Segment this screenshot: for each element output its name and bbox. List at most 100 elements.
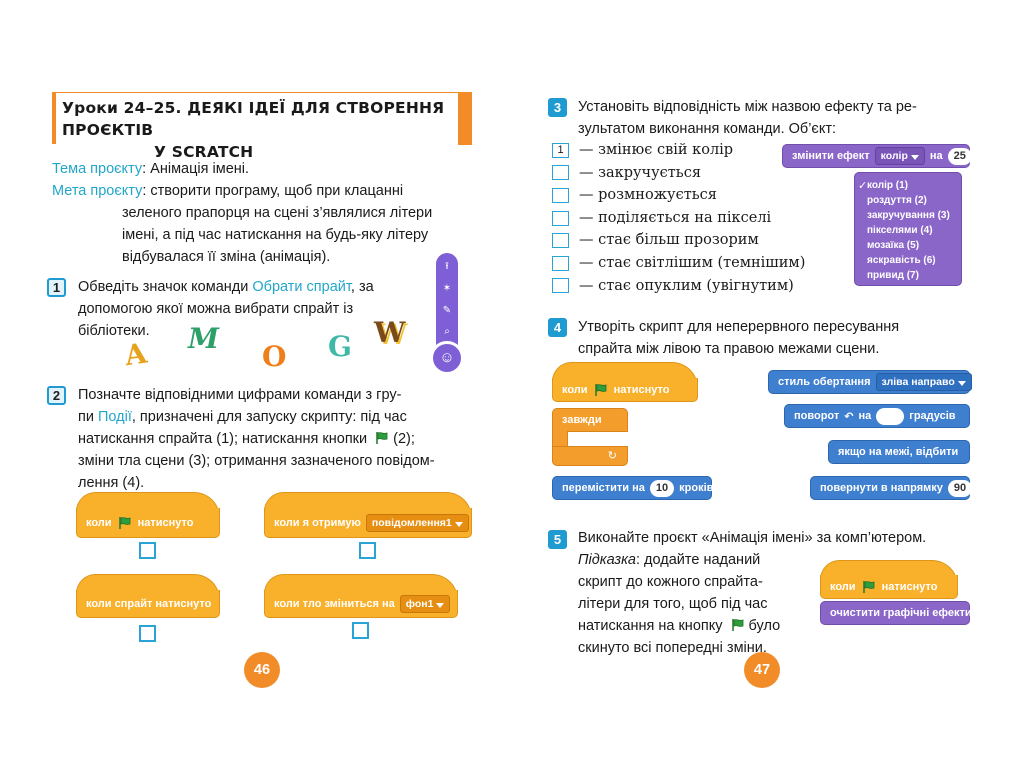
option-text: — стає світлішим (темнішим) [579,254,806,271]
when-backdrop-switches-block[interactable]: коли тло зміниться на фон1 [264,590,458,618]
option-checkbox[interactable] [552,255,569,271]
when-flag-clicked-block[interactable]: коли натиснуто [552,378,698,402]
message-dropdown[interactable]: повідомлення1 [365,513,469,532]
steps-input[interactable]: 10 [649,479,675,497]
hint-label: Підказка [578,552,636,568]
effect-value-input[interactable]: 25 [947,147,972,165]
turn-degrees-block[interactable]: поворот ↶ на градусів [784,404,970,428]
menu-item[interactable]: колір (1) [867,180,908,191]
task-2-line-2a: пи [78,409,98,425]
project-topic: Тема проєкту: Анімація імені. [52,158,249,180]
block-label: кроків [679,482,714,494]
sprite-letter-w: W [374,316,406,349]
hint-line-4a: натискання на кнопку [578,618,723,634]
bounce-on-edge-block[interactable]: якщо на межі, відбити [828,440,970,464]
goal-line-2: зеленого прапорця на сцені з’являлися лі… [122,205,433,221]
goal-line-4: відбувалася її зміна (анімація). [122,249,331,265]
option-text: — стає більш прозорим [579,232,759,249]
when-i-receive-block[interactable]: коли я отримую повідомлення1 [264,508,472,538]
task-1-line-1b: , за [350,279,374,295]
title-accent-bar [458,93,472,145]
surprise-icon[interactable]: ✶ [442,283,452,294]
rotation-style-dropdown[interactable]: зліва направо [875,373,972,391]
menu-item[interactable]: роздуття (2) [867,195,927,206]
answer-checkbox-2[interactable] [359,542,376,559]
when-sprite-clicked-block[interactable]: коли спрайт натиснуто [76,590,220,618]
option-checkbox[interactable] [552,278,569,294]
block-label: натиснуто [613,383,670,396]
goal-line-3: імені, а під час натискання на будь-яку … [122,227,429,243]
block-label: стиль обертання [778,376,871,388]
task-4-badge: 4 [548,318,567,337]
option-checkbox[interactable] [552,233,569,249]
degrees-input[interactable] [876,407,905,425]
task-1-badge: 1 [47,278,66,297]
effect-dropdown-menu: ✓ колір (1) роздуття (2) закручування (3… [854,172,962,286]
change-effect-block[interactable]: змінити ефект колір на 25 [782,144,972,168]
direction-input[interactable]: 90 [947,479,973,497]
block-label: очистити графічні ефекти [830,607,972,619]
task-5-line-1: Виконайте проєкт «Анімація імені» за ком… [578,530,927,546]
move-steps-block[interactable]: перемістити на 10 кроків [552,476,714,500]
effect-option: 1 — змінює свій колір [552,139,852,162]
task-4-line-2: спрайта між лівою та правою межами сцени… [578,341,880,357]
task-2-badge: 2 [47,386,66,405]
option-checkbox[interactable]: 1 [552,142,569,158]
block-label: коли [830,580,856,593]
topic-label: Тема проєкту [52,161,143,177]
choose-sprite-icon[interactable]: ☺ [430,341,464,375]
lesson-title-box: Уроки 24–25. ДЕЯКІ ІДЕЇ ДЛЯ СТВОРЕННЯ ПР… [52,92,472,161]
menu-item[interactable]: пікселями (4) [867,225,933,236]
task-4-text: Утворіть скрипт для неперервного пересув… [578,316,974,360]
when-flag-clicked-block[interactable]: коли натиснуто [76,508,220,538]
answer-checkbox-3[interactable] [139,625,156,642]
choose-sprite-link[interactable]: Обрати спрайт [252,279,351,295]
effect-option: — стає опуклим (увігнутим) [552,275,852,298]
hint-line-2: скрипт до кожного спрайта- [578,574,763,590]
answer-checkbox-1[interactable] [139,542,156,559]
point-in-direction-block[interactable]: повернути в напрямку 90 [810,476,973,500]
backdrop-dropdown[interactable]: фон1 [399,594,451,613]
rotate-left-icon: ↶ [844,410,854,423]
hint-text: Підказка: додайте наданий скрипт до кожн… [578,549,818,659]
rotation-style-block[interactable]: стиль обертання зліва направо [768,370,972,394]
green-flag-icon [731,619,743,631]
paint-icon[interactable]: ✎ [442,305,452,316]
menu-item[interactable]: закручування (3) [867,210,950,221]
loop-arrow-icon: ↻ [552,446,628,466]
topic-text: : Анімація імені. [142,161,250,177]
green-flag-icon [594,383,606,396]
option-checkbox[interactable] [552,187,569,203]
clear-graphic-effects-block[interactable]: очистити графічні ефекти [820,601,972,625]
answer-checkbox-4[interactable] [352,622,369,639]
menu-item[interactable]: мозаїка (5) [867,240,920,251]
menu-item[interactable]: яскравість (6) [867,255,936,266]
when-flag-clicked-block[interactable]: коли натиснуто [820,575,958,599]
option-text: — поділяється на пікселі [579,209,772,226]
effect-options-list: 1 — змінює свій колір — закручується — р… [552,139,852,297]
title-line-1: Уроки 24–25. ДЕЯКІ ІДЕЇ ДЛЯ СТВОРЕННЯ ПР… [62,99,445,139]
task-3-text: Установіть відповідність між назвою ефек… [578,96,974,140]
option-text: — стає опуклим (увігнутим) [579,277,794,294]
goal-label: Мета проєкту [52,183,143,199]
effect-dropdown[interactable]: колір [874,147,925,165]
menu-item[interactable]: привид (7) [867,270,919,281]
upload-icon[interactable]: ⭱ [445,261,449,272]
forever-arm [552,431,568,447]
effect-option: — стає світлішим (темнішим) [552,252,852,275]
task-3-line-2: зультатом виконання команди. Об’єкт: [578,121,837,137]
option-checkbox[interactable] [552,210,569,226]
events-link[interactable]: Події [97,409,132,425]
hint-line-4b: було [748,618,781,634]
forever-block[interactable]: завжди ↻ [552,408,628,466]
task-3-line-1: Установіть відповідність між назвою ефек… [578,99,917,115]
option-checkbox[interactable] [552,165,569,181]
option-text: — змінює свій колір [579,142,734,158]
effect-option: — стає більш прозорим [552,229,852,252]
block-label: коли спрайт натиснуто [86,597,212,610]
task-1-line-1a: Обведіть значок команди [78,279,253,295]
block-label: коли [86,516,112,529]
search-icon[interactable]: ⌕ [444,326,450,337]
left-page: Уроки 24–25. ДЕЯКІ ІДЕЇ ДЛЯ СТВОРЕННЯ ПР… [47,92,472,688]
green-flag-icon [862,580,874,593]
